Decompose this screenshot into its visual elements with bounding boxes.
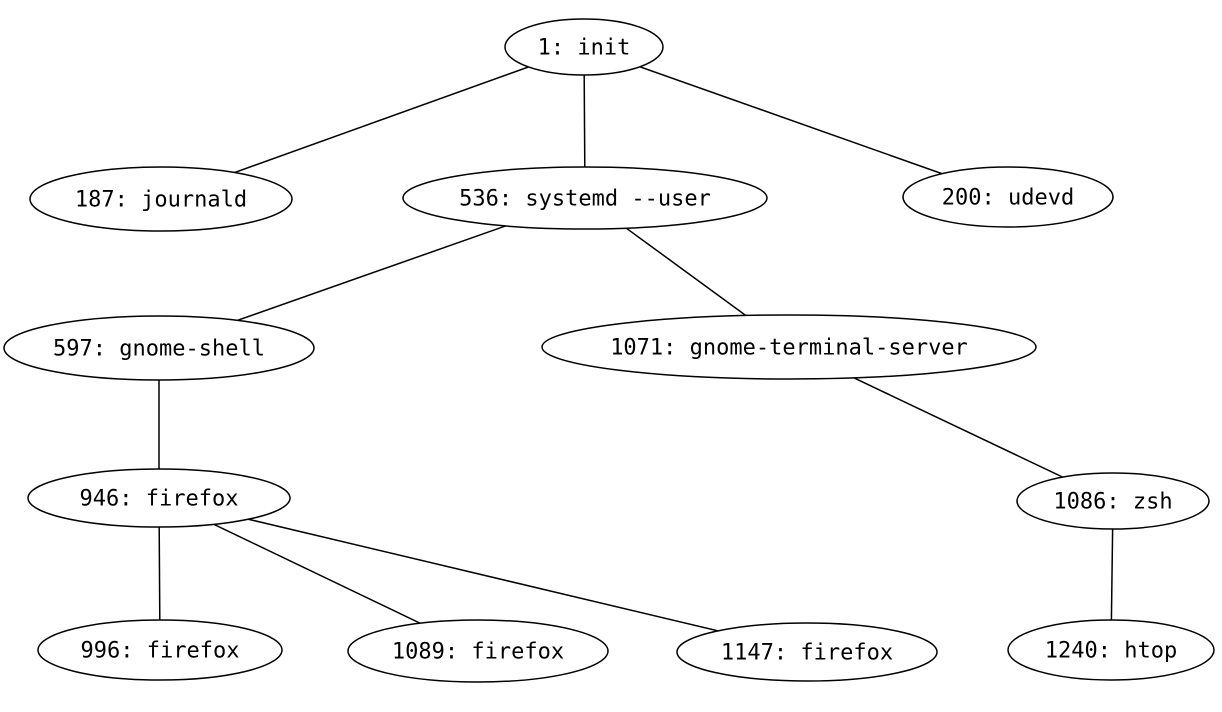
process-node-udevd: 200: udevd bbox=[902, 166, 1114, 228]
process-node-firefox-1147: 1147: firefox bbox=[676, 622, 938, 682]
process-node-firefox-946: 946: firefox bbox=[27, 468, 291, 528]
process-node-init: 1: init bbox=[504, 18, 664, 76]
node-ellipse-udevd bbox=[902, 166, 1114, 228]
process-node-gnome-terminal-server: 1071: gnome-terminal-server bbox=[541, 314, 1037, 380]
node-ellipse-firefox-1089 bbox=[347, 619, 609, 683]
node-ellipse-gnome-shell bbox=[3, 315, 315, 381]
node-label-firefox-996: 996: firefox bbox=[81, 639, 240, 664]
process-node-systemd-user: 536: systemd --user bbox=[402, 166, 768, 230]
node-label-init: 1: init bbox=[538, 36, 631, 61]
process-node-zsh: 1086: zsh bbox=[1016, 472, 1210, 530]
edge-firefox-946-to-firefox-1147 bbox=[158, 497, 808, 653]
node-label-gnome-shell: 597: gnome-shell bbox=[53, 337, 265, 362]
process-node-firefox-996: 996: firefox bbox=[37, 619, 283, 681]
node-label-zsh: 1086: zsh bbox=[1053, 490, 1172, 515]
node-label-systemd-user: 536: systemd --user bbox=[459, 187, 711, 212]
process-node-firefox-1089: 1089: firefox bbox=[347, 619, 609, 683]
node-label-journald: 187: journald bbox=[75, 188, 247, 213]
node-ellipse-firefox-996 bbox=[37, 619, 283, 681]
node-ellipse-firefox-946 bbox=[27, 468, 291, 528]
node-label-gnome-terminal-server: 1071: gnome-terminal-server bbox=[610, 336, 968, 361]
process-node-journald: 187: journald bbox=[29, 166, 293, 232]
node-label-firefox-1147: 1147: firefox bbox=[721, 641, 893, 666]
node-ellipse-gnome-terminal-server bbox=[541, 314, 1037, 380]
edge-init-to-udevd bbox=[583, 46, 1009, 198]
node-layer: 1: init 187: journald 536: systemd --user 2… bbox=[3, 18, 1215, 683]
node-ellipse-zsh bbox=[1016, 472, 1210, 530]
node-ellipse-init bbox=[504, 18, 664, 76]
node-label-udevd: 200: udevd bbox=[942, 186, 1074, 211]
node-ellipse-journald bbox=[29, 166, 293, 232]
node-label-firefox-1089: 1089: firefox bbox=[392, 640, 564, 665]
process-node-gnome-shell: 597: gnome-shell bbox=[3, 315, 315, 381]
node-ellipse-htop bbox=[1007, 619, 1215, 681]
node-label-htop: 1240: htop bbox=[1045, 639, 1177, 664]
node-label-firefox-946: 946: firefox bbox=[80, 487, 239, 512]
process-node-htop: 1240: htop bbox=[1007, 619, 1215, 681]
node-ellipse-firefox-1147 bbox=[676, 622, 938, 682]
node-ellipse-systemd-user bbox=[402, 166, 768, 230]
